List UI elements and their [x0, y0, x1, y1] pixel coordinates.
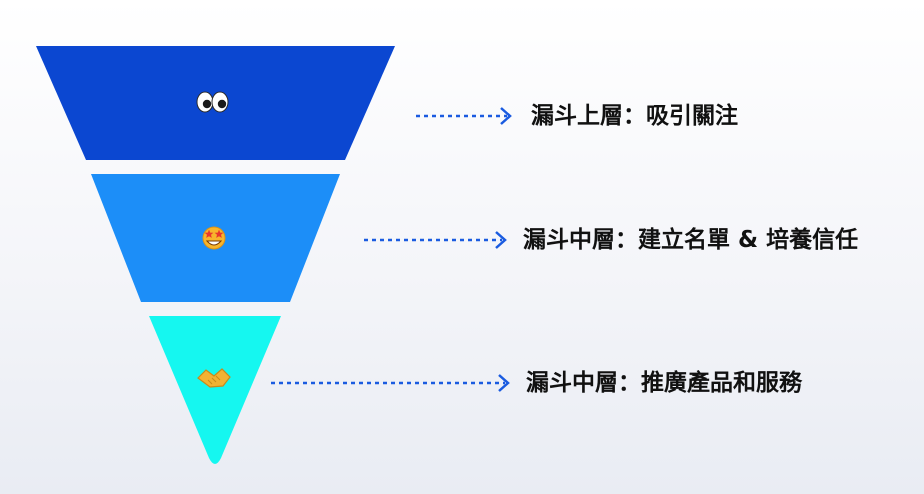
star-struck-face-icon — [202, 226, 226, 250]
arrow-middle-head — [495, 231, 507, 249]
arrow-bottom-head — [498, 374, 510, 392]
layer-bottom-label: 漏斗中層：推廣產品和服務 — [526, 370, 802, 396]
layer-middle-label: 漏斗中層：建立名單 & 培養信任 — [523, 227, 859, 253]
handshake-icon — [197, 368, 231, 388]
arrow-top-head — [500, 107, 512, 125]
eyes-icon — [196, 91, 229, 113]
funnel-layer-bottom — [149, 316, 281, 464]
layer-top-label: 漏斗上層：吸引關注 — [531, 103, 738, 129]
